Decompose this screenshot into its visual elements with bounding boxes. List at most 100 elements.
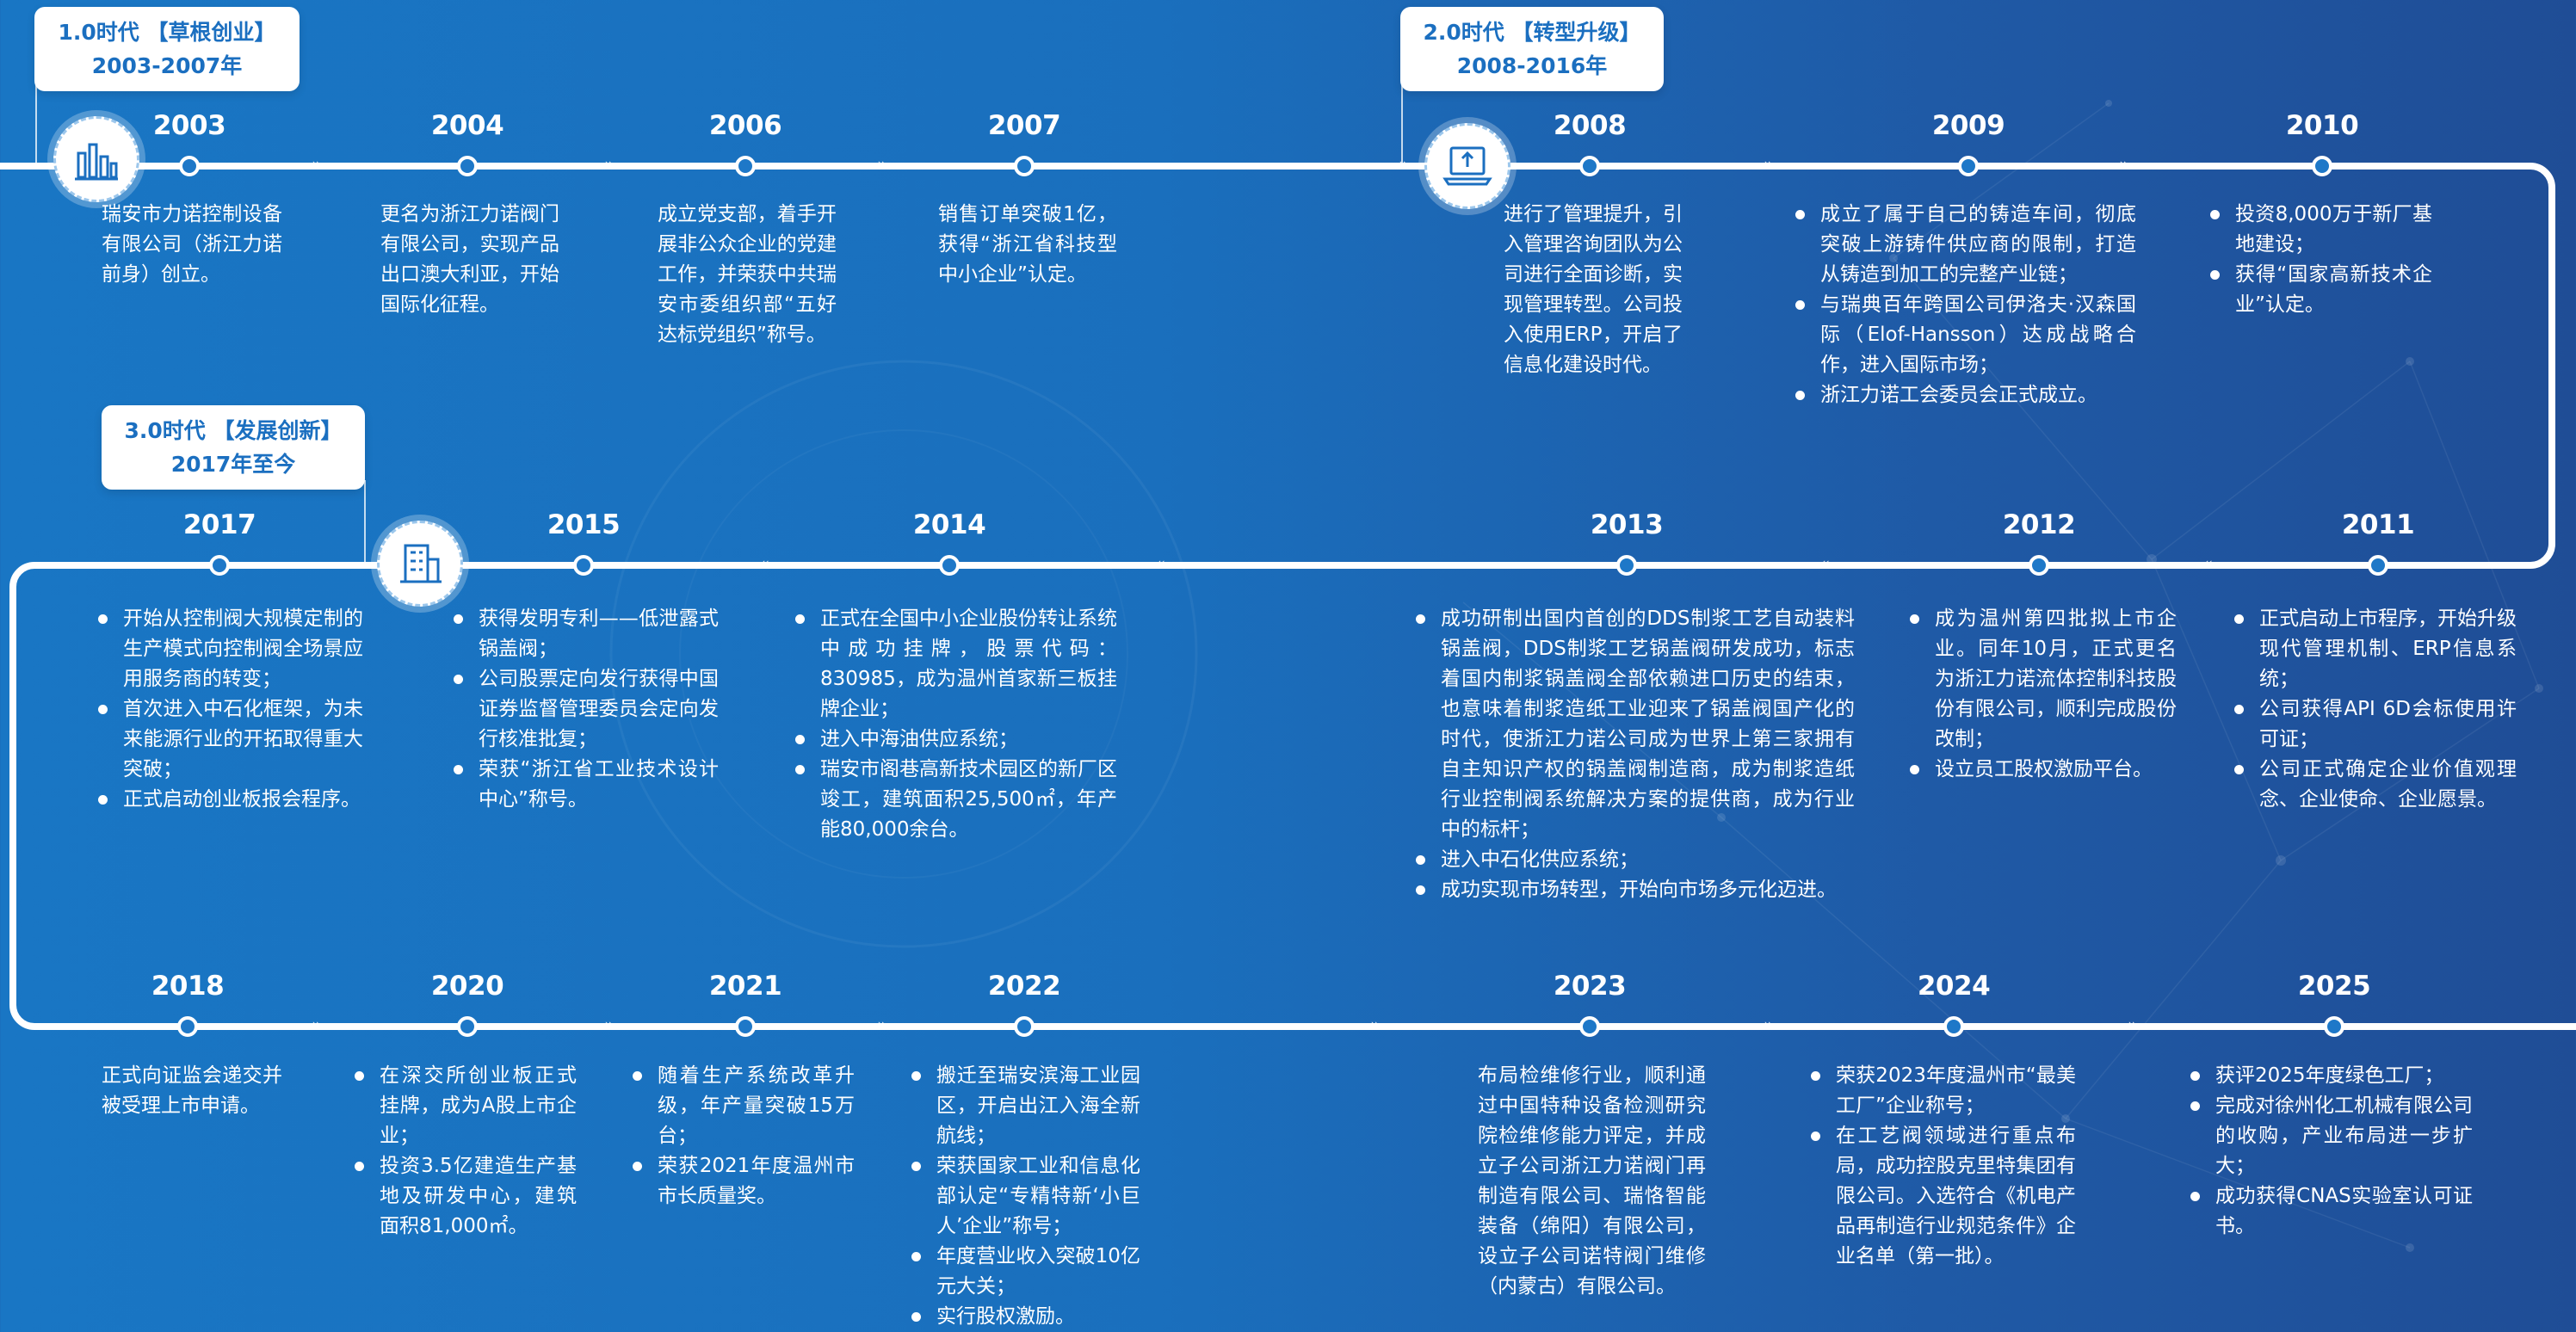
milestone-list: 成立了属于自己的铸造车间，彻底突破上游铸件供应商的限制，打造从铸造到加工的完整产… xyxy=(1794,200,2136,410)
timeline-node xyxy=(1616,555,1637,576)
milestone-item: 荣获2023年度温州市“最美工厂”企业称号； xyxy=(1809,1061,2076,1121)
milestone-2007: 销售订单突破1亿，获得“浙江省科技型中小企业”认定。 xyxy=(938,200,1117,290)
chevron-right-icon: » xyxy=(604,1014,615,1035)
milestone-2021: 随着生产系统改革升级，年产量突破15万台； 荣获2021年度温州市市长质量奖。 xyxy=(631,1061,855,1212)
timeline-node xyxy=(457,1016,478,1037)
milestone-text: 更名为浙江力诺阀门有限公司，实现产品出口澳大利亚，开始国际化征程。 xyxy=(380,203,559,316)
milestone-2014: 正式在全国中小企业股份转让系统中成功挂牌，股票代码：830985，成为温州首家新… xyxy=(794,604,1117,845)
year-label: 2008 xyxy=(1553,110,1627,141)
milestone-item: 进入中海油供应系统； xyxy=(794,725,1117,755)
timeline-node xyxy=(1579,1016,1600,1037)
chevron-right-icon: » xyxy=(1399,154,1410,175)
year-label: 2012 xyxy=(2002,509,2076,540)
milestone-item: 首次进入中石化框架，为未来能源行业的开拓取得重大突破； xyxy=(96,694,363,785)
milestone-2003: 瑞安市力诺控制设备有限公司（浙江力诺前身）创立。 xyxy=(102,200,282,290)
milestone-item: 荣获“浙江省工业技术设计中心”称号。 xyxy=(452,755,719,815)
milestone-2022: 搬迁至瑞安滨海工业园区，开启出江入海全新航线； 荣获国家工业和信息化部认定“专精… xyxy=(910,1061,1140,1332)
year-label: 2013 xyxy=(1590,509,1664,540)
milestone-2017: 开始从控制阀大规模定制的生产模式向控制阀全场景应用服务商的转变； 首次进入中石化… xyxy=(96,604,363,815)
milestone-2009: 成立了属于自己的铸造车间，彻底突破上游铸件供应商的限制，打造从铸造到加工的完整产… xyxy=(1794,200,2136,410)
timeline-node xyxy=(457,156,478,176)
milestone-item: 在深交所创业板正式挂牌，成为A股上市企业； xyxy=(353,1061,577,1151)
milestone-2012: 成为温州第四批拟上市企业。同年10月，正式更名为浙江力诺流体控制科技股份有限公司… xyxy=(1908,604,2177,785)
year-label: 2011 xyxy=(2341,509,2415,540)
milestone-list: 正式启动上市程序，开始升级现代管理机制、ERP信息系统； 公司获得API 6D会… xyxy=(2233,604,2517,815)
milestone-2020: 在深交所创业板正式挂牌，成为A股上市企业； 投资3.5亿建造生产基地及研发中心，… xyxy=(353,1061,577,1242)
milestone-item: 正式在全国中小企业股份转让系统中成功挂牌，股票代码：830985，成为温州首家新… xyxy=(794,604,1117,725)
era-title: 2.0时代 【转型升级】 xyxy=(1423,20,1641,45)
year-label: 2018 xyxy=(151,971,225,1002)
milestone-item: 正式启动上市程序，开始升级现代管理机制、ERP信息系统； xyxy=(2233,604,2517,694)
milestone-item: 获评2025年度绿色工厂； xyxy=(2189,1061,2473,1091)
era-title: 3.0时代 【发展创新】 xyxy=(124,418,343,443)
milestone-text: 布局检维修行业，顺利通过中国特种设备检测研究院检维修能力评定，并成立子公司浙江力… xyxy=(1478,1064,1706,1298)
milestone-item: 进入中石化供应系统； xyxy=(1414,845,1855,875)
milestone-text: 瑞安市力诺控制设备有限公司（浙江力诺前身）创立。 xyxy=(102,203,282,286)
era-label-2: 2.0时代 【转型升级】 2008-2016年 xyxy=(1400,7,1664,91)
chevron-right-icon: » xyxy=(2128,1014,2139,1035)
chevron-left-icon: « xyxy=(1819,553,1831,574)
timeline-node xyxy=(2368,555,2388,576)
era-connector-line xyxy=(35,82,37,166)
milestone-item: 荣获2021年度温州市市长质量奖。 xyxy=(631,1151,855,1212)
timeline-node xyxy=(1014,156,1035,176)
milestone-text: 正式向证监会递交并被受理上市申请。 xyxy=(102,1064,282,1117)
chevron-right-icon: » xyxy=(1370,1014,1381,1035)
milestone-item: 成功实现市场转型，开始向市场多元化迈进。 xyxy=(1414,875,1855,905)
timeline-node xyxy=(209,555,230,576)
milestone-item: 荣获国家工业和信息化部认定“专精特新‘小巨人’企业”称号； xyxy=(910,1151,1140,1242)
milestone-item: 成立了属于自己的铸造车间，彻底突破上游铸件供应商的限制，打造从铸造到加工的完整产… xyxy=(1794,200,2136,290)
milestone-item: 浙江力诺工会委员会正式成立。 xyxy=(1794,380,2136,410)
milestone-text: 销售订单突破1亿，获得“浙江省科技型中小企业”认定。 xyxy=(938,203,1117,286)
timeline-node xyxy=(1958,156,1979,176)
timeline-node xyxy=(573,555,594,576)
era-connector-line xyxy=(364,480,366,564)
era-years: 2008-2016年 xyxy=(1456,53,1608,78)
milestone-item: 设立员工股权激励平台。 xyxy=(1908,755,2177,785)
timeline-node xyxy=(2312,156,2332,176)
timeline-node xyxy=(1943,1016,1964,1037)
chevron-right-icon: » xyxy=(604,154,615,175)
timeline-node xyxy=(735,156,756,176)
chevron-right-icon: » xyxy=(312,1014,323,1035)
milestone-item: 随着生产系统改革升级，年产量突破15万台； xyxy=(631,1061,855,1151)
milestone-item: 正式启动创业板报会程序。 xyxy=(96,785,363,815)
year-label: 2022 xyxy=(987,971,1061,1002)
chevron-left-icon: « xyxy=(759,553,770,574)
chevron-right-icon: » xyxy=(877,154,888,175)
milestone-item: 瑞安市阁巷高新技术园区的新厂区竣工，建筑面积25,500㎡，年产能80,000余… xyxy=(794,755,1117,845)
era-label-3: 3.0时代 【发展创新】 2017年至今 xyxy=(102,405,365,490)
milestone-item: 与瑞典百年跨国公司伊洛夫·汉森国际（Elof-Hansson）达成战略合作，进入… xyxy=(1794,290,2136,380)
milestone-2015: 获得发明专利——低泄露式锅盖阀； 公司股票定向发行获得中国证券监督管理委员会定向… xyxy=(452,604,719,815)
timeline-node xyxy=(177,1016,198,1037)
milestone-item: 在工艺阀领域进行重点布局，成功控股克里特集团有限公司。入选符合《机电产品再制造行… xyxy=(1809,1121,2076,1272)
chart-icon xyxy=(53,116,139,202)
chevron-right-icon: » xyxy=(1764,1014,1775,1035)
era-years: 2003-2007年 xyxy=(91,53,243,78)
year-label: 2023 xyxy=(1553,971,1627,1002)
milestone-text: 进行了管理提升，引入管理咨询团队为公司进行全面诊断，实现管理转型。公司投入使用E… xyxy=(1504,203,1683,376)
year-label: 2010 xyxy=(2285,110,2359,141)
year-label: 2025 xyxy=(2297,971,2371,1002)
milestone-item: 公司获得API 6D会标使用许可证； xyxy=(2233,694,2517,755)
milestone-2025: 获评2025年度绿色工厂； 完成对徐州化工机械有限公司的收购，产业布局进一步扩大… xyxy=(2189,1061,2473,1242)
year-label: 2021 xyxy=(708,971,782,1002)
milestone-list: 荣获2023年度温州市“最美工厂”企业称号； 在工艺阀领域进行重点布局，成功控股… xyxy=(1809,1061,2076,1272)
milestone-list: 获评2025年度绿色工厂； 完成对徐州化工机械有限公司的收购，产业布局进一步扩大… xyxy=(2189,1061,2473,1242)
milestone-list: 成为温州第四批拟上市企业。同年10月，正式更名为浙江力诺流体控制科技股份有限公司… xyxy=(1908,604,2177,785)
timeline-node xyxy=(179,156,200,176)
milestone-item: 实行股权激励。 xyxy=(910,1302,1140,1332)
timeline-node xyxy=(2029,555,2049,576)
laptop-icon xyxy=(1424,123,1510,209)
year-label: 2015 xyxy=(547,509,621,540)
milestone-2006: 成立党支部，着手开展非公众企业的党建工作，并荣获中共瑞安市委组织部“五好达标党组… xyxy=(658,200,837,350)
milestone-list: 随着生产系统改革升级，年产量突破15万台； 荣获2021年度温州市市长质量奖。 xyxy=(631,1061,855,1212)
timeline-node xyxy=(735,1016,756,1037)
chevron-left-icon: « xyxy=(1155,553,1166,574)
year-label: 2020 xyxy=(430,971,504,1002)
milestone-list: 在深交所创业板正式挂牌，成为A股上市企业； 投资3.5亿建造生产基地及研发中心，… xyxy=(353,1061,577,1242)
chevron-right-icon: » xyxy=(1764,154,1775,175)
milestone-item: 公司股票定向发行获得中国证券监督管理委员会定向发行核准批复； xyxy=(452,664,719,755)
timeline-node xyxy=(939,555,960,576)
milestone-2024: 荣获2023年度温州市“最美工厂”企业称号； 在工艺阀领域进行重点布局，成功控股… xyxy=(1809,1061,2076,1272)
